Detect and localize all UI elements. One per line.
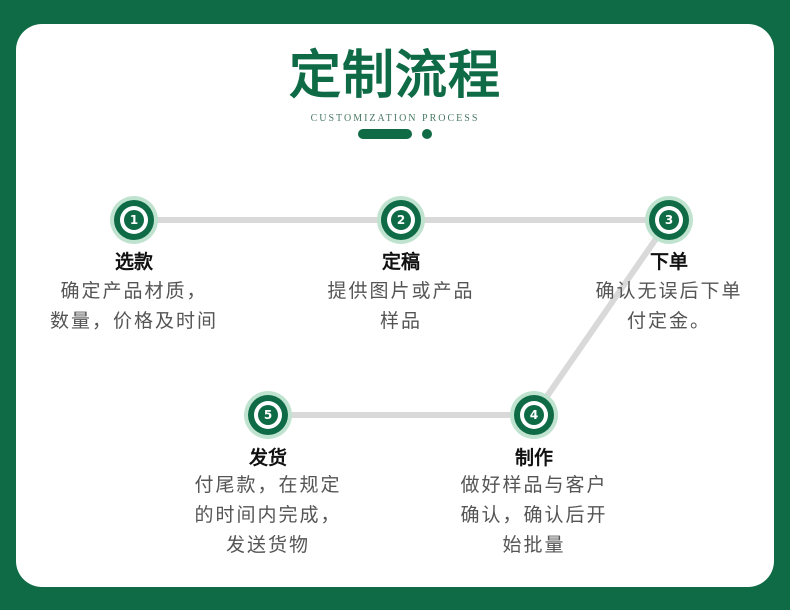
decorative-dot [422,129,432,139]
step-desc-2: 提供图片或产品 样品 [327,280,475,332]
step-number-3: 3 [659,210,679,230]
step-title-4: 制作 [514,447,553,469]
step-title-1: 选款 [114,251,153,273]
step-number-5: 5 [258,405,278,425]
step-title-5: 发货 [248,447,287,469]
step-number-1: 1 [124,210,144,230]
step-desc-3: 确认无误后下单 付定金。 [595,280,743,332]
page-subtitle: CUSTOMIZATION PROCESS [310,113,480,124]
page-title: 定制流程 [288,45,501,106]
step-number-2: 2 [391,210,411,230]
step-title-3: 下单 [649,251,688,273]
decorative-bar [358,129,412,139]
step-desc-5: 付尾款，在规定 的时间内完成， 发送货物 [194,474,342,556]
step-node-3: 3 [649,200,689,240]
step-node-2: 2 [381,200,421,240]
step-desc-1: 确定产品材质， 数量，价格及时间 [49,280,218,332]
step-number-4: 4 [524,405,544,425]
step-node-4: 4 [514,395,554,435]
step-node-5: 5 [248,395,288,435]
connector-3-4 [531,217,672,418]
step-title-2: 定稿 [381,251,420,273]
step-node-1: 1 [114,200,154,240]
content-card [16,24,774,587]
step-desc-4: 做好样品与客户 确认，确认后开 始批量 [460,474,608,556]
